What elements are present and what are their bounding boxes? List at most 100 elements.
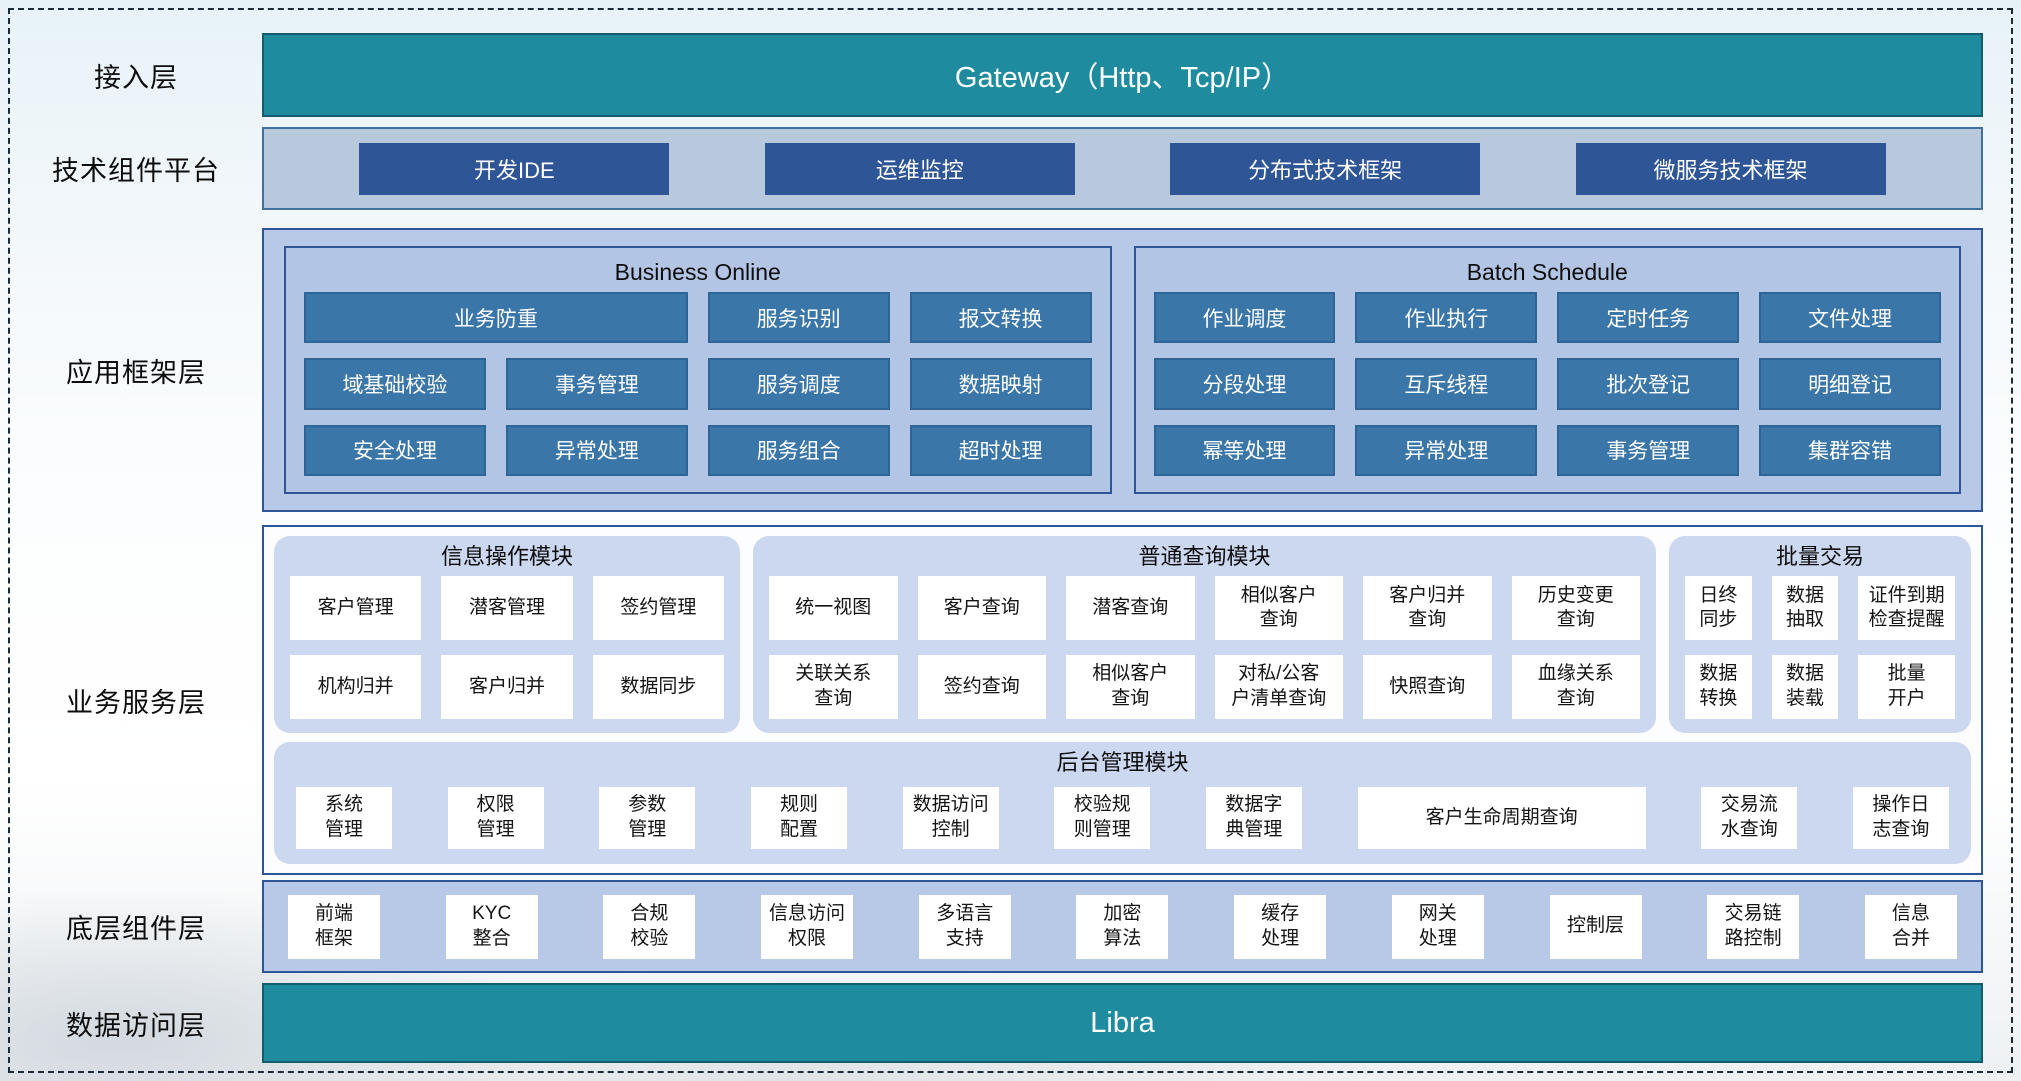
batch-schedule-grid: 作业调度作业执行定时任务文件处理分段处理互斥线程批次登记明细登记幂等处理异常处理… [1153,292,1941,476]
admin-button: 系统 管理 [296,786,392,849]
base-component-button: 信息访问 权限 [761,894,854,959]
admin-button: 权限 管理 [447,786,544,849]
framework-button: 作业执行 [1355,292,1538,344]
framework-button: 分段处理 [1153,358,1336,410]
admin-grid: 系统 管理权限 管理参数 管理规则 配置数据访问 控制校验规 则管理数据字 典管… [290,782,1955,854]
admin-button: 交易流 水查询 [1701,786,1798,849]
base-component-button: 前端 框架 [288,894,380,959]
framework-button: 幂等处理 [1153,424,1336,476]
service-button: 日终 同步 [1685,576,1752,640]
app-framework-panel: Business Online 业务防重服务识别报文转换域基础校验事务管理服务调… [262,228,1983,512]
service-button: 客户查询 [917,576,1046,640]
framework-button: 报文转换 [909,292,1092,344]
service-button: 相似客户 查询 [1214,576,1343,640]
base-component-button: 加密 算法 [1076,894,1169,959]
tech-component-button: 微服务技术框架 [1575,142,1886,195]
framework-button: 明细登记 [1759,358,1941,410]
tech-component-button: 开发IDE [359,142,670,195]
base-component-button: 控制层 [1549,894,1642,959]
admin-button: 参数 管理 [599,786,696,849]
framework-button: 业务防重 [304,292,688,344]
data-access-label: 数据访问层 [66,1010,206,1041]
access-layer-row: 接入层 Gateway（Http、Tcp/IP） [10,33,2011,117]
business-service-label: 业务服务层 [66,687,206,718]
batch-tx-grid: 日终 同步数据 抽取证件到期 检查提醒数据 转换数据 装载批量 开户 [1685,576,1955,719]
service-button: 客户管理 [290,576,422,640]
query-grid: 统一视图客户查询潜客查询相似客户 查询客户归并 查询历史变更 查询关联关系 查询… [769,576,1640,719]
gateway-bar: Gateway（Http、Tcp/IP） [262,33,1983,117]
service-button: 机构归并 [290,654,422,719]
info-ops-module: 信息操作模块 客户管理潜客管理签约管理机构归并客户归并数据同步 [274,536,740,733]
base-components-row: 底层组件层 前端 框架 KYC 整合合规 校验信息访问 权限多语言 支持加密 算法… [10,880,2011,973]
business-online-panel: Business Online 业务防重服务识别报文转换域基础校验事务管理服务调… [284,246,1112,494]
framework-button: 互斥线程 [1355,358,1538,410]
service-button: 批量 开户 [1858,654,1955,719]
batch-tx-title: 批量交易 [1775,544,1864,569]
service-button: 签约管理 [592,576,724,640]
tech-platform-panel: 开发IDE 运维监控 分布式技术框架 微服务技术框架 [262,127,1983,210]
base-component-button: 交易链 路控制 [1707,894,1800,959]
framework-button: 安全处理 [304,424,486,476]
framework-button: 事务管理 [1557,424,1740,476]
framework-button: 异常处理 [1355,424,1538,476]
business-service-row: 业务服务层 信息操作模块 客户管理潜客管理签约管理机构归并客户归并数据同步 普通… [10,525,2011,875]
service-button: 客户归并 查询 [1363,576,1492,640]
service-button: 证件到期 检查提醒 [1858,576,1955,640]
admin-module-title: 后台管理模块 [1056,749,1189,775]
access-layer-label: 接入层 [94,62,178,93]
base-component-button: 合规 校验 [603,894,696,959]
business-service-panel: 信息操作模块 客户管理潜客管理签约管理机构归并客户归并数据同步 普通查询模块 统… [262,525,1983,875]
framework-button: 批次登记 [1557,358,1740,410]
framework-button: 文件处理 [1759,292,1941,344]
tech-component-button: 运维监控 [764,142,1075,195]
service-button: 快照查询 [1363,654,1492,719]
tech-component-button: 分布式技术框架 [1170,142,1481,195]
admin-button: 数据访问 控制 [902,786,999,849]
service-button: 相似客户 查询 [1066,654,1195,719]
service-button: 客户归并 [441,654,573,719]
service-button: 数据 装载 [1771,654,1839,719]
service-button: 历史变更 查询 [1511,576,1640,640]
base-component-button: 缓存 处理 [1234,894,1327,959]
framework-button: 集群容错 [1759,424,1941,476]
service-button: 血缘关系 查询 [1511,654,1640,719]
admin-button: 校验规 则管理 [1054,786,1151,849]
data-access-row: 数据访问层 Libra [10,983,2011,1063]
base-component-button: KYC 整合 [445,894,538,959]
business-online-title: Business Online [614,259,781,285]
base-component-button: 网关 处理 [1391,894,1484,959]
query-module-title: 普通查询模块 [1138,544,1271,569]
app-framework-label: 应用框架层 [66,357,206,388]
batch-tx-module: 批量交易 日终 同步数据 抽取证件到期 检查提醒数据 转换数据 装载批量 开户 [1669,536,1971,733]
framework-button: 域基础校验 [304,358,486,410]
base-component-button: 多语言 支持 [918,894,1011,959]
service-button: 对私/公客 户清单查询 [1214,654,1343,719]
base-components-label: 底层组件层 [66,914,206,944]
info-ops-grid: 客户管理潜客管理签约管理机构归并客户归并数据同步 [290,576,724,719]
framework-button: 服务组合 [707,424,890,476]
query-module: 普通查询模块 统一视图客户查询潜客查询相似客户 查询客户归并 查询历史变更 查询… [753,536,1656,733]
service-button: 统一视图 [769,576,898,640]
framework-button: 事务管理 [505,358,688,410]
framework-button: 数据映射 [909,358,1092,410]
framework-button: 定时任务 [1557,292,1740,344]
app-framework-row: 应用框架层 Business Online 业务防重服务识别报文转换域基础校验事… [10,228,2011,512]
batch-schedule-panel: Batch Schedule 作业调度作业执行定时任务文件处理分段处理互斥线程批… [1133,246,1961,494]
framework-button: 异常处理 [505,424,688,476]
admin-button: 操作日 志查询 [1852,786,1949,849]
admin-button: 客户生命周期查询 [1357,786,1646,849]
libra-bar: Libra [262,983,1983,1063]
service-button: 签约查询 [917,654,1046,719]
business-online-grid: 业务防重服务识别报文转换域基础校验事务管理服务调度数据映射安全处理异常处理服务组… [304,292,1092,476]
service-button: 数据 抽取 [1771,576,1839,640]
service-button: 数据 转换 [1685,654,1752,719]
framework-button: 服务识别 [707,292,890,344]
framework-button: 作业调度 [1153,292,1336,344]
admin-module: 后台管理模块 系统 管理权限 管理参数 管理规则 配置数据访问 控制校验规 则管… [274,741,1971,864]
admin-button: 规则 配置 [750,786,847,849]
base-component-button: 信息 合并 [1864,894,1957,959]
framework-button: 超时处理 [909,424,1092,476]
service-button: 数据同步 [592,654,724,719]
